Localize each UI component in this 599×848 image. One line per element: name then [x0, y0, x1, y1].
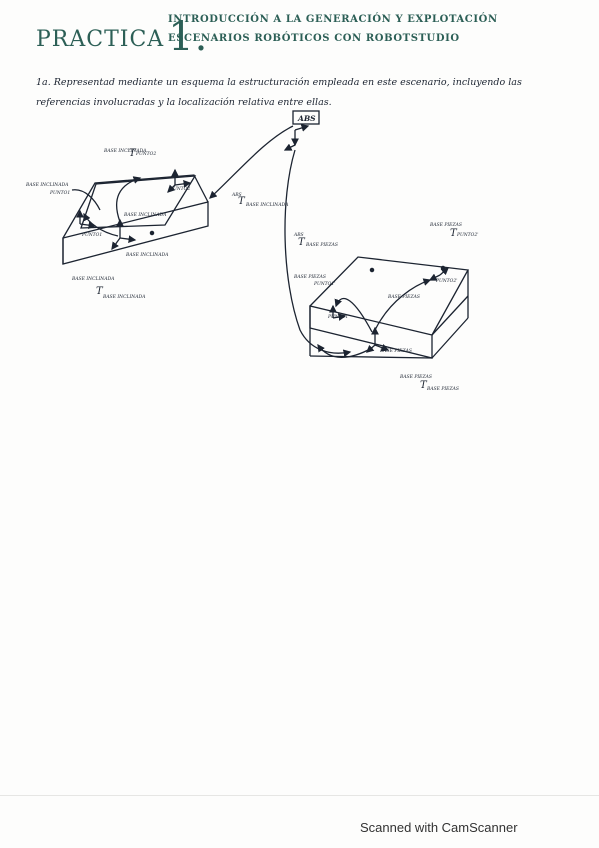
abs-right-pre: ABS — [293, 232, 304, 238]
left-top-label: BASE INCLINADA — [103, 148, 147, 154]
right-base-piezas-bottom: BASE PIEZAS — [379, 348, 412, 354]
right-block-bottom-edge — [309, 355, 433, 359]
left-base-axis-x — [119, 235, 137, 244]
abs-right-t: T — [298, 237, 306, 248]
right-block-front — [309, 305, 433, 359]
abs-right-sub: BASE PIEZAS — [305, 242, 338, 248]
left-punto2: PUNTO2 — [169, 186, 190, 192]
right-curve-to-p2 — [374, 278, 432, 331]
abs-left-sub: BASE INCLINADA — [245, 202, 289, 208]
left-side-label-sub: PUNTO1 — [49, 190, 70, 196]
left-dot-1 — [149, 230, 155, 236]
sheet-edge — [0, 795, 599, 796]
right-bottom-label-t: T — [420, 380, 428, 391]
right-block-top — [309, 256, 470, 336]
left-base-axis-y — [111, 237, 121, 251]
left-p2-axis-y — [167, 184, 176, 193]
left-side-label: BASE INCLINADA — [25, 182, 69, 188]
abs-box — [292, 110, 320, 125]
title-line-2: ESCENARIOS ROBÓTICOS CON ROBOTSTUDIO — [168, 33, 460, 44]
left-bottom-label-sub: BASE INCLINADA — [102, 294, 146, 300]
right-bottom-label: BASE PIEZAS — [399, 374, 432, 380]
abs-axis-x — [283, 143, 296, 151]
right-top-label: BASE PIEZAS — [429, 222, 462, 228]
right-base-axis-x — [374, 344, 390, 352]
title-number: 1. — [168, 14, 209, 60]
left-bottom-label-t: T — [96, 286, 104, 297]
abs-left-t: T — [238, 196, 246, 207]
title-practica: PRACTICA — [36, 27, 165, 52]
left-p2-axis-x — [174, 179, 192, 188]
right-top-label-sub: PUNTO2' — [456, 232, 478, 238]
right-block-side-top — [431, 295, 469, 336]
right-block-side-bottom — [431, 317, 469, 359]
right-curve-loop — [317, 343, 373, 358]
right-bottom-label-sub: BASE PIEZAS — [426, 386, 459, 392]
right-side-label-sub: PUNTO1' — [313, 281, 335, 287]
left-block-top-outline — [62, 174, 209, 239]
right-p2-axis-z — [439, 267, 449, 276]
right-punto2: PUNTO2' — [435, 278, 457, 284]
right-curve-to-p1 — [334, 297, 373, 333]
left-inclined-plate — [80, 175, 197, 229]
abs-to-left-curve — [209, 125, 294, 199]
left-curve-to-p2 — [116, 176, 142, 223]
right-base-piezas-mid: BASE PIEZAS — [387, 294, 420, 300]
scanner-watermark: Scanned with CamScanner — [360, 820, 518, 835]
right-dot-2 — [440, 265, 446, 271]
left-top-label-sub: PUNTO2 — [135, 151, 156, 157]
title-line-1: INTRODUCCIÓN A LA GENERACIÓN Y EXPLOTACI… — [168, 14, 498, 25]
left-curve-to-p1 — [83, 212, 119, 237]
right-side-label: BASE PIEZAS — [293, 274, 326, 280]
right-punto1: PUNTO1' — [327, 314, 349, 320]
abs-label: ABS — [297, 114, 316, 123]
right-dot-1 — [369, 267, 375, 273]
left-top-label-t: T — [129, 148, 137, 159]
left-base-inclinada-bottom: BASE INCLINADA — [125, 252, 169, 258]
left-p1-axis-x — [79, 221, 97, 230]
right-top-label-t: T — [450, 228, 458, 239]
left-bottom-label: BASE INCLINADA — [71, 276, 115, 282]
question-text: 1a. Representad mediante un esquema la e… — [36, 77, 522, 108]
right-p2-axis-y — [428, 273, 441, 281]
left-punto1: PUNTO1 — [81, 232, 102, 238]
left-label-pointer — [71, 189, 101, 211]
abs-to-right-curve — [284, 149, 352, 358]
abs-left-pre: ABS — [231, 192, 242, 198]
right-p1-axis-x — [332, 313, 347, 321]
abs-axis-y — [294, 124, 310, 132]
left-base-inclinada-mid: BASE INCLINADA — [123, 212, 167, 218]
